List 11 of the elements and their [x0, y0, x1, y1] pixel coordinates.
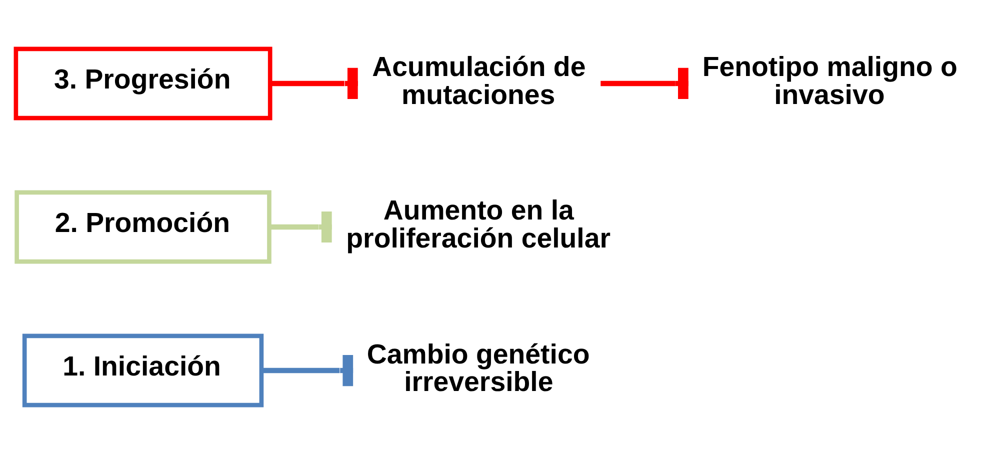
node-box: 2. Promoción: [14, 190, 272, 264]
connector: [270, 67, 358, 99]
node-text: Fenotipo maligno o invasivo: [702, 50, 958, 110]
node-text: Acumulación de mutaciones: [372, 50, 586, 110]
connector: [262, 354, 354, 386]
connector: [600, 67, 688, 99]
node-text: Aumento en la proliferación celular: [346, 194, 611, 253]
node-box: 1. Iniciación: [22, 333, 264, 407]
node-text: Cambio genético irreversible: [366, 338, 590, 396]
connector: [270, 210, 332, 242]
node-box: 3. Progresión: [14, 46, 272, 120]
